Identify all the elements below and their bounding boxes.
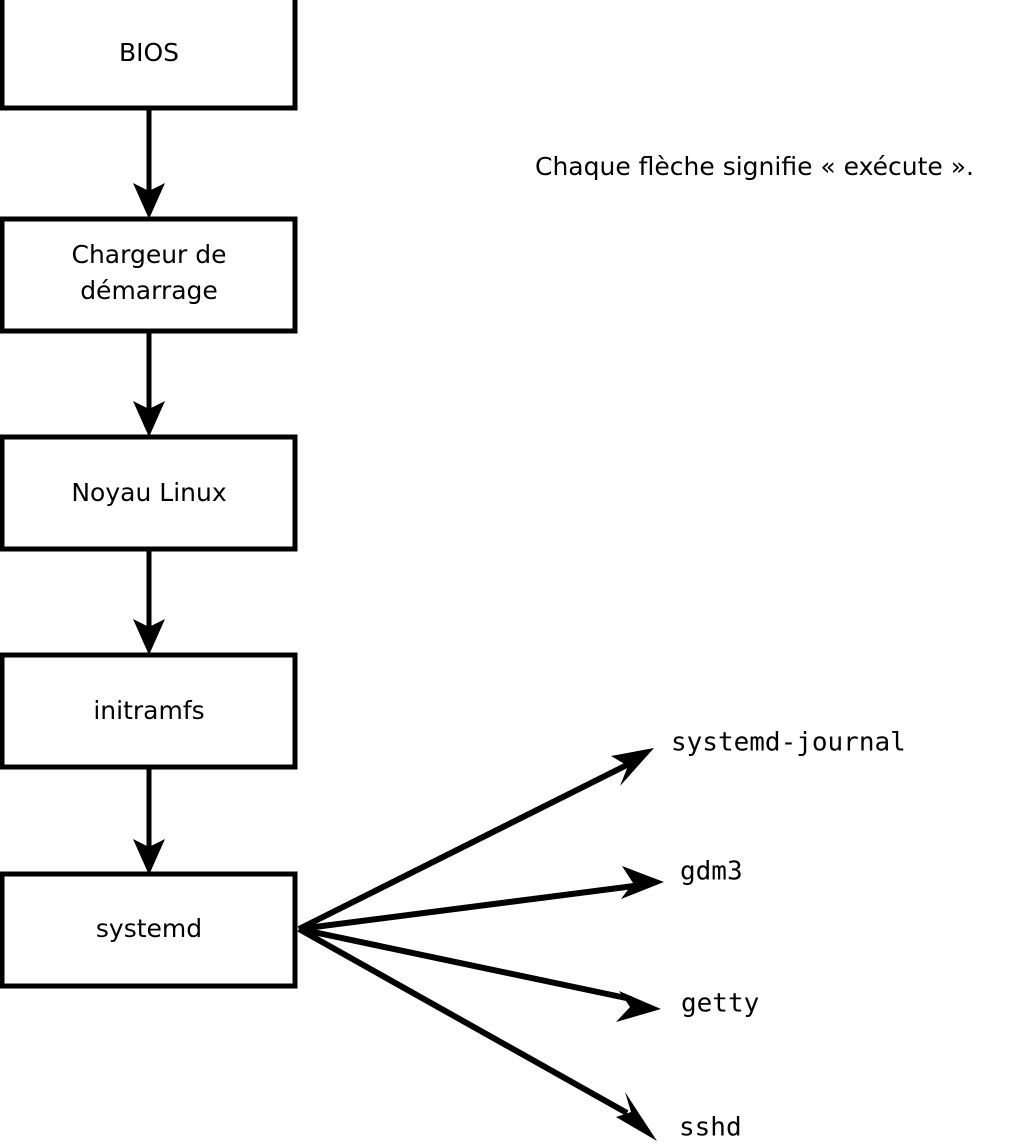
branch-label-systemd-journal[interactable]: systemd-journal [671,728,906,758]
node-kernel[interactable]: Noyau Linux [0,434,298,552]
branch-label-gdm3[interactable]: gdm3 [680,857,743,887]
node-bootloader-label-line1: Chargeur de [71,240,226,269]
node-bootloader[interactable]: Chargeur de démarrage [0,216,298,334]
branch-label-sshd[interactable]: sshd [679,1113,742,1143]
arrow-head-icon [616,1092,657,1141]
arrow-head-icon [133,839,165,875]
node-kernel-label: Noyau Linux [71,478,226,507]
arrow-head-icon [133,183,165,219]
edge-systemd-to-systemd-journal [297,748,654,932]
node-systemd-label: systemd [96,914,202,943]
arrow-head-icon [621,866,664,899]
arrow-head-icon [611,748,654,786]
arrow-head-icon [133,401,165,437]
node-bios-label: BIOS [119,38,179,67]
arrow-head-icon [133,619,165,655]
edge-bootloader-to-kernel [133,330,165,437]
node-bios[interactable]: BIOS [0,0,298,111]
edge-systemd-to-gdm3 [298,866,664,932]
arrow-head-icon [616,991,661,1022]
edge-systemd-to-sshd [297,926,657,1141]
edge-systemd-to-getty [298,926,661,1022]
edge-kernel-to-initramfs [133,548,165,655]
node-initramfs[interactable]: initramfs [0,652,298,770]
node-systemd[interactable]: systemd [0,871,298,989]
diagram-caption: Chaque flèche signifie « exécute ». [535,152,974,181]
edge-initramfs-to-systemd [133,768,165,875]
edge-bios-to-bootloader [133,108,165,219]
node-bootloader-label-line2: démarrage [80,276,218,305]
branch-label-getty[interactable]: getty [681,989,759,1019]
node-initramfs-label: initramfs [93,696,204,725]
